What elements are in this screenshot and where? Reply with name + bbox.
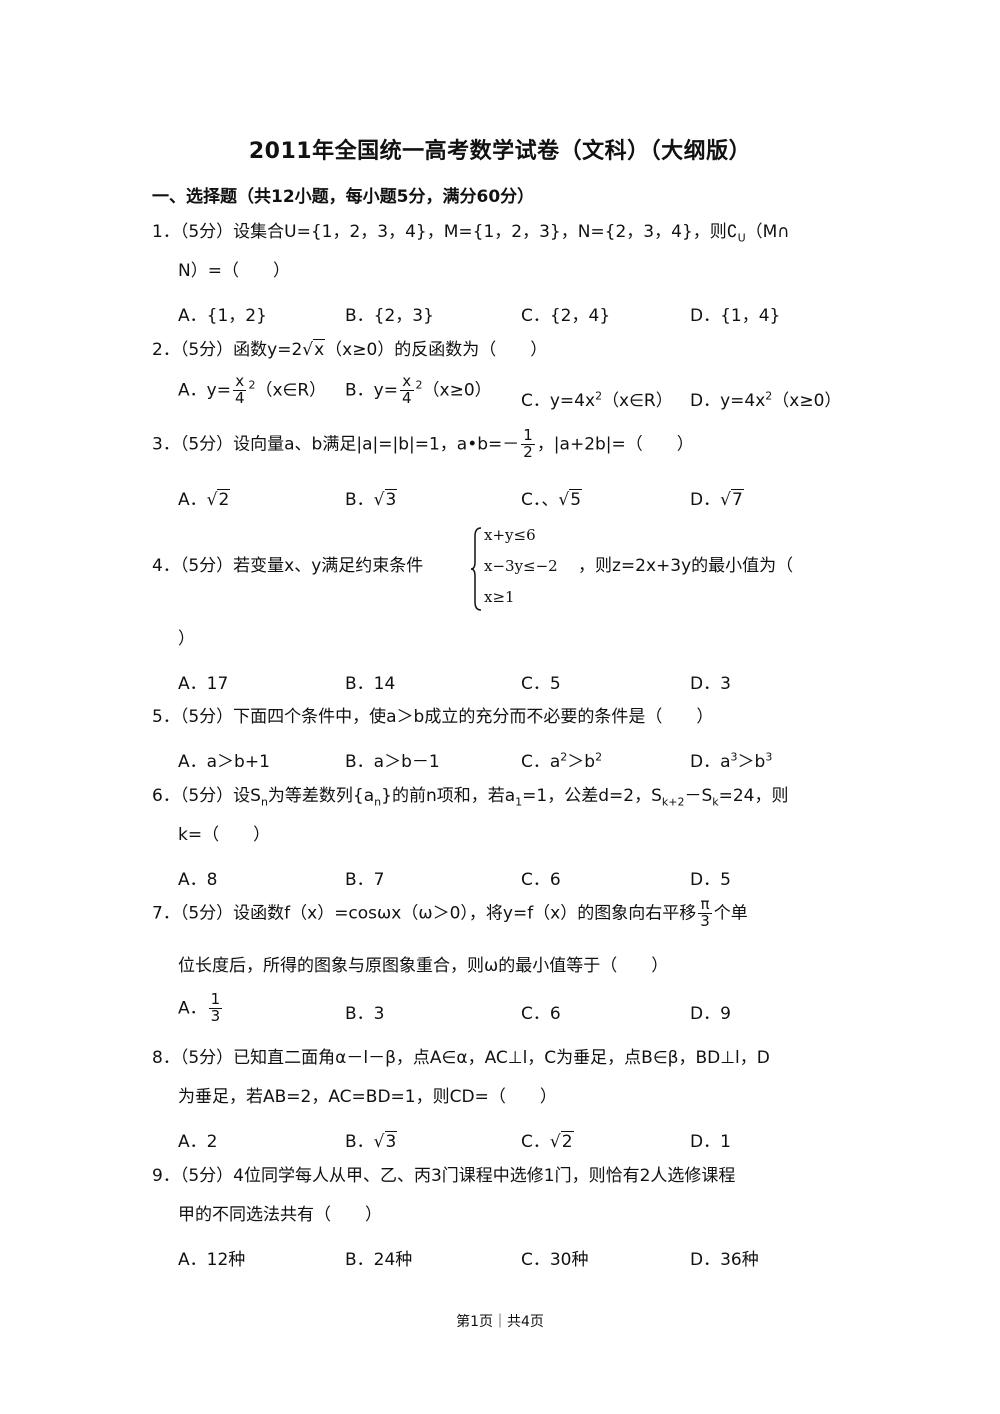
q5-option-d: D．a3＞b3 bbox=[690, 750, 773, 772]
sqrt-expression: √x bbox=[302, 339, 326, 360]
q9-option-d: D．36种 bbox=[690, 1250, 759, 1270]
question-number: 9． bbox=[152, 1166, 180, 1186]
question-number: 1． bbox=[152, 222, 180, 242]
page-title: 2011年全国统一高考数学试卷（文科）（大纲版） bbox=[248, 139, 752, 164]
constraint-row: x−3y≤−2 bbox=[484, 557, 558, 575]
constraint-system: x+y≤6 x−3y≤−2 x≥1 bbox=[470, 526, 580, 612]
q7-option-b: B．3 bbox=[345, 1004, 385, 1024]
question-4-line-2: ） bbox=[178, 629, 195, 649]
question-9: 9．（5分）4位同学每人从甲、乙、丙3门课程中选修1门，则恰有2人选修课程 bbox=[152, 1166, 735, 1186]
q4-option-d: D．3 bbox=[690, 674, 731, 694]
q4-option-a: A．17 bbox=[178, 674, 229, 694]
q3-option-c: C．、√5 bbox=[521, 489, 583, 510]
q9-option-c: C．30种 bbox=[521, 1250, 589, 1270]
question-text: （5分）下面四个条件中，使a＞b成立的充分而不必要的条件是（ ） bbox=[179, 707, 714, 727]
question-text: （5分）函数y=2 bbox=[179, 340, 303, 360]
question-2: 2．（5分）函数y=2√x（x≥0）的反函数为（ ） bbox=[152, 339, 548, 360]
q4-option-b: B．14 bbox=[345, 674, 396, 694]
q7-option-d: D．9 bbox=[690, 1004, 731, 1024]
question-9-line-2: 甲的不同选法共有（ ） bbox=[178, 1205, 382, 1225]
q9-option-a: A．12种 bbox=[178, 1250, 246, 1270]
question-4-tail: ，则z=2x+3y的最小值为（ bbox=[578, 556, 794, 576]
question-text: （5分）已知直二面角α－l－β，点A∈α，AC⊥l，C为垂足，点B∈β，BD⊥l… bbox=[179, 1048, 770, 1068]
question-4: 4．（5分）若变量x、y满足约束条件 bbox=[152, 556, 423, 576]
q5-option-b: B．a＞b－1 bbox=[345, 752, 440, 772]
q2-option-c: C．y=4x2（x∈R） bbox=[521, 389, 673, 411]
question-text: （5分）4位同学每人从甲、乙、丙3门课程中选修1门，则恰有2人选修课程 bbox=[179, 1166, 736, 1186]
question-1-line-2: N）=（ ） bbox=[178, 261, 290, 281]
constraint-row: x≥1 bbox=[484, 588, 515, 606]
q6-option-a: A．8 bbox=[178, 870, 218, 890]
question-text: （M∩ bbox=[745, 222, 790, 242]
question-number: 8． bbox=[152, 1048, 180, 1068]
q7-option-c: C．6 bbox=[521, 1004, 561, 1024]
question-8: 8．（5分）已知直二面角α－l－β，点A∈α，AC⊥l，C为垂足，点B∈β，BD… bbox=[152, 1048, 770, 1068]
q2-option-d: D．y=4x2（x≥0） bbox=[690, 389, 842, 411]
question-5: 5．（5分）下面四个条件中，使a＞b成立的充分而不必要的条件是（ ） bbox=[152, 707, 713, 727]
q6-option-c: C．6 bbox=[521, 870, 561, 890]
question-number: 2． bbox=[152, 340, 180, 360]
question-text: （5分）设函数f（x）=cosωx（ω＞0），将y=f（x）的图象向右平移 bbox=[179, 903, 697, 924]
question-number: 4． bbox=[152, 556, 180, 576]
question-6-line-2: k=（ ） bbox=[178, 825, 271, 845]
q8-option-c: C．√2 bbox=[521, 1131, 574, 1152]
question-7-line-2: 位长度后，所得的图象与原图象重合，则ω的最小值等于（ ） bbox=[178, 956, 669, 976]
question-text: ，|a+2b|=（ ） bbox=[536, 434, 694, 455]
question-number: 7． bbox=[152, 903, 180, 924]
q1-option-a: A．{1，2} bbox=[178, 306, 267, 326]
q3-option-a: A．√2 bbox=[178, 489, 231, 510]
question-number: 3． bbox=[152, 434, 180, 455]
question-text: 个单 bbox=[713, 903, 748, 924]
q1-option-d: D．{1，4} bbox=[690, 306, 781, 326]
q3-option-b: B．√3 bbox=[345, 489, 398, 510]
subscript: U bbox=[737, 231, 746, 245]
question-text: （5分）若变量x、y满足约束条件 bbox=[179, 556, 424, 576]
question-number: 6． bbox=[152, 786, 180, 806]
q8-option-a: A．2 bbox=[178, 1132, 218, 1152]
q1-option-b: B．{2，3} bbox=[345, 306, 434, 326]
q5-option-c: C．a2＞b2 bbox=[521, 750, 603, 772]
question-text: （5分）设集合U={1，2，3，4}，M={1，2，3}，N={2，3，4}，则… bbox=[179, 222, 738, 242]
q8-option-b: B．√3 bbox=[345, 1131, 398, 1152]
page-footer: 第1页｜共4页 bbox=[456, 1314, 544, 1330]
q9-option-b: B．24种 bbox=[345, 1250, 413, 1270]
question-1: 1．（5分）设集合U={1，2，3，4}，M={1，2，3}，N={2，3，4}… bbox=[152, 222, 790, 245]
section-heading: 一、选择题（共12小题，每小题5分，满分60分） bbox=[152, 187, 535, 207]
question-8-line-2: 为垂足，若AB=2，AC=BD=1，则CD=（ ） bbox=[178, 1087, 557, 1107]
q4-option-c: C．5 bbox=[521, 674, 561, 694]
question-text: （x≥0）的反函数为（ ） bbox=[325, 340, 548, 360]
question-text: （5分）设向量a、b满足|a|=|b|=1，a•b=－ bbox=[179, 434, 520, 455]
constraint-row: x+y≤6 bbox=[484, 526, 536, 544]
q8-option-d: D．1 bbox=[690, 1132, 731, 1152]
left-brace-icon bbox=[470, 527, 482, 611]
question-6: 6．（5分）设Sn为等差数列{an}的前n项和，若a1=1，公差d=2，Sk+2… bbox=[152, 786, 789, 809]
q6-option-b: B．7 bbox=[345, 870, 385, 890]
q1-option-c: C．{2，4} bbox=[521, 306, 611, 326]
q5-option-a: A．a＞b+1 bbox=[178, 752, 270, 772]
question-number: 5． bbox=[152, 707, 180, 727]
q6-option-d: D．5 bbox=[690, 870, 731, 890]
q3-option-d: D．√7 bbox=[690, 489, 744, 510]
